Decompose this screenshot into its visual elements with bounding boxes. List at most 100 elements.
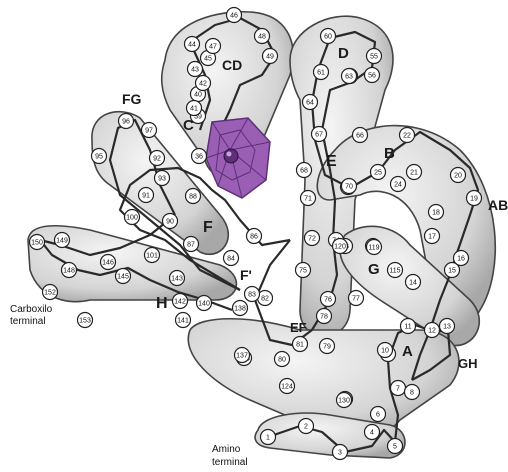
residue-number: 78 — [320, 314, 328, 321]
residue-number: 45 — [204, 56, 212, 63]
residue-46: 46 — [227, 8, 242, 23]
residue-124: 124 — [280, 379, 295, 394]
residue-number: 119 — [368, 245, 379, 252]
residue-152: 152 — [43, 285, 58, 300]
residue-number: 48 — [258, 34, 266, 41]
residue-91: 91 — [139, 188, 154, 203]
residue-19: 19 — [467, 191, 482, 206]
residue-number: 90 — [166, 219, 174, 226]
residue-8: 8 — [405, 385, 420, 400]
helix-label-gh: GH — [458, 356, 478, 371]
residue-78: 78 — [317, 309, 332, 324]
residue-81: 81 — [293, 337, 308, 352]
residue-number: 153 — [79, 318, 91, 325]
residue-72: 72 — [305, 231, 320, 246]
residue-number: 96 — [122, 119, 130, 126]
residue-90: 90 — [163, 214, 178, 229]
residue-42: 42 — [196, 76, 211, 91]
residue-17: 17 — [425, 229, 440, 244]
residue-43: 43 — [188, 62, 203, 77]
residue-number: 42 — [199, 81, 207, 88]
residue-number: 84 — [227, 256, 235, 263]
residue-number: 4 — [370, 430, 374, 437]
residue-number: 80 — [278, 357, 286, 364]
residue-number: 36 — [195, 154, 203, 161]
residue-5: 5 — [388, 439, 403, 454]
carboxyl-terminal-line2: terminal — [10, 316, 46, 327]
residue-number: 49 — [266, 54, 274, 61]
residue-number: 143 — [171, 276, 183, 283]
residue-83: 83 — [245, 287, 260, 302]
helix-label-h: H — [156, 295, 168, 312]
residue-number: 76 — [324, 297, 332, 304]
residue-49: 49 — [263, 49, 278, 64]
residue-number: 24 — [394, 182, 402, 189]
residue-number: 67 — [315, 132, 323, 139]
helix-label-fg: FG — [122, 91, 142, 107]
residue-60: 60 — [321, 29, 336, 44]
residue-number: 79 — [323, 344, 331, 351]
helix-label-e: E — [326, 153, 337, 170]
residue-number: 72 — [308, 236, 316, 243]
helix-label-b: B — [384, 145, 395, 162]
residue-number: 141 — [177, 318, 189, 325]
residue-number: 12 — [428, 328, 436, 335]
residue-number: 8 — [410, 390, 414, 397]
residue-number: 82 — [261, 296, 269, 303]
residue-119: 119 — [367, 240, 382, 255]
residue-number: 91 — [142, 193, 150, 200]
residue-number: 6 — [376, 412, 380, 419]
residue-1: 1 — [261, 430, 276, 445]
residue-number: 63 — [345, 74, 353, 81]
residue-142: 142 — [173, 294, 188, 309]
residue-79: 79 — [320, 339, 335, 354]
residue-66: 66 — [353, 128, 368, 143]
residue-92: 92 — [150, 151, 165, 166]
residue-88: 88 — [186, 189, 201, 204]
residue-number: 43 — [191, 67, 199, 74]
residue-56: 56 — [365, 68, 380, 83]
residue-number: 44 — [188, 42, 196, 49]
residue-141: 141 — [176, 313, 191, 328]
residue-number: 87 — [187, 242, 195, 249]
residue-number: 41 — [190, 106, 198, 113]
residue-number: 140 — [198, 301, 210, 308]
residue-148: 148 — [62, 263, 77, 278]
residue-number: 120 — [334, 244, 346, 251]
residue-number: 46 — [230, 13, 238, 20]
residue-number: 60 — [324, 34, 332, 41]
residue-146: 146 — [101, 255, 116, 270]
residue-130: 130 — [337, 393, 352, 408]
residue-number: 77 — [352, 296, 360, 303]
residue-number: 13 — [443, 324, 451, 331]
residue-22: 22 — [400, 128, 415, 143]
helix-label-cd: CD — [222, 57, 242, 73]
residue-number: 68 — [300, 168, 308, 175]
residue-70: 70 — [342, 179, 357, 194]
residue-21: 21 — [407, 165, 422, 180]
residue-number: 75 — [299, 268, 307, 275]
residue-number: 148 — [63, 268, 75, 275]
residue-number: 10 — [381, 348, 389, 355]
residue-44: 44 — [185, 37, 200, 52]
residue-97: 97 — [142, 123, 157, 138]
residue-11: 11 — [401, 319, 416, 334]
residue-number: 61 — [317, 70, 325, 77]
residue-number: 93 — [158, 176, 166, 183]
residue-25: 25 — [371, 165, 386, 180]
residue-number: 5 — [393, 444, 397, 451]
residue-number: 115 — [389, 268, 400, 275]
residue-number: 1 — [266, 435, 270, 442]
residue-140: 140 — [197, 296, 212, 311]
helix-label-f: F — [203, 219, 213, 236]
residue-150: 150 — [30, 235, 45, 250]
residue-number: 22 — [403, 133, 411, 140]
residue-61: 61 — [314, 65, 329, 80]
residue-67: 67 — [312, 127, 327, 142]
residue-13: 13 — [440, 319, 455, 334]
helix-label-g: G — [368, 261, 380, 278]
residue-41: 41 — [187, 101, 202, 116]
residue-number: 17 — [428, 234, 436, 241]
residue-number: 86 — [250, 234, 258, 241]
